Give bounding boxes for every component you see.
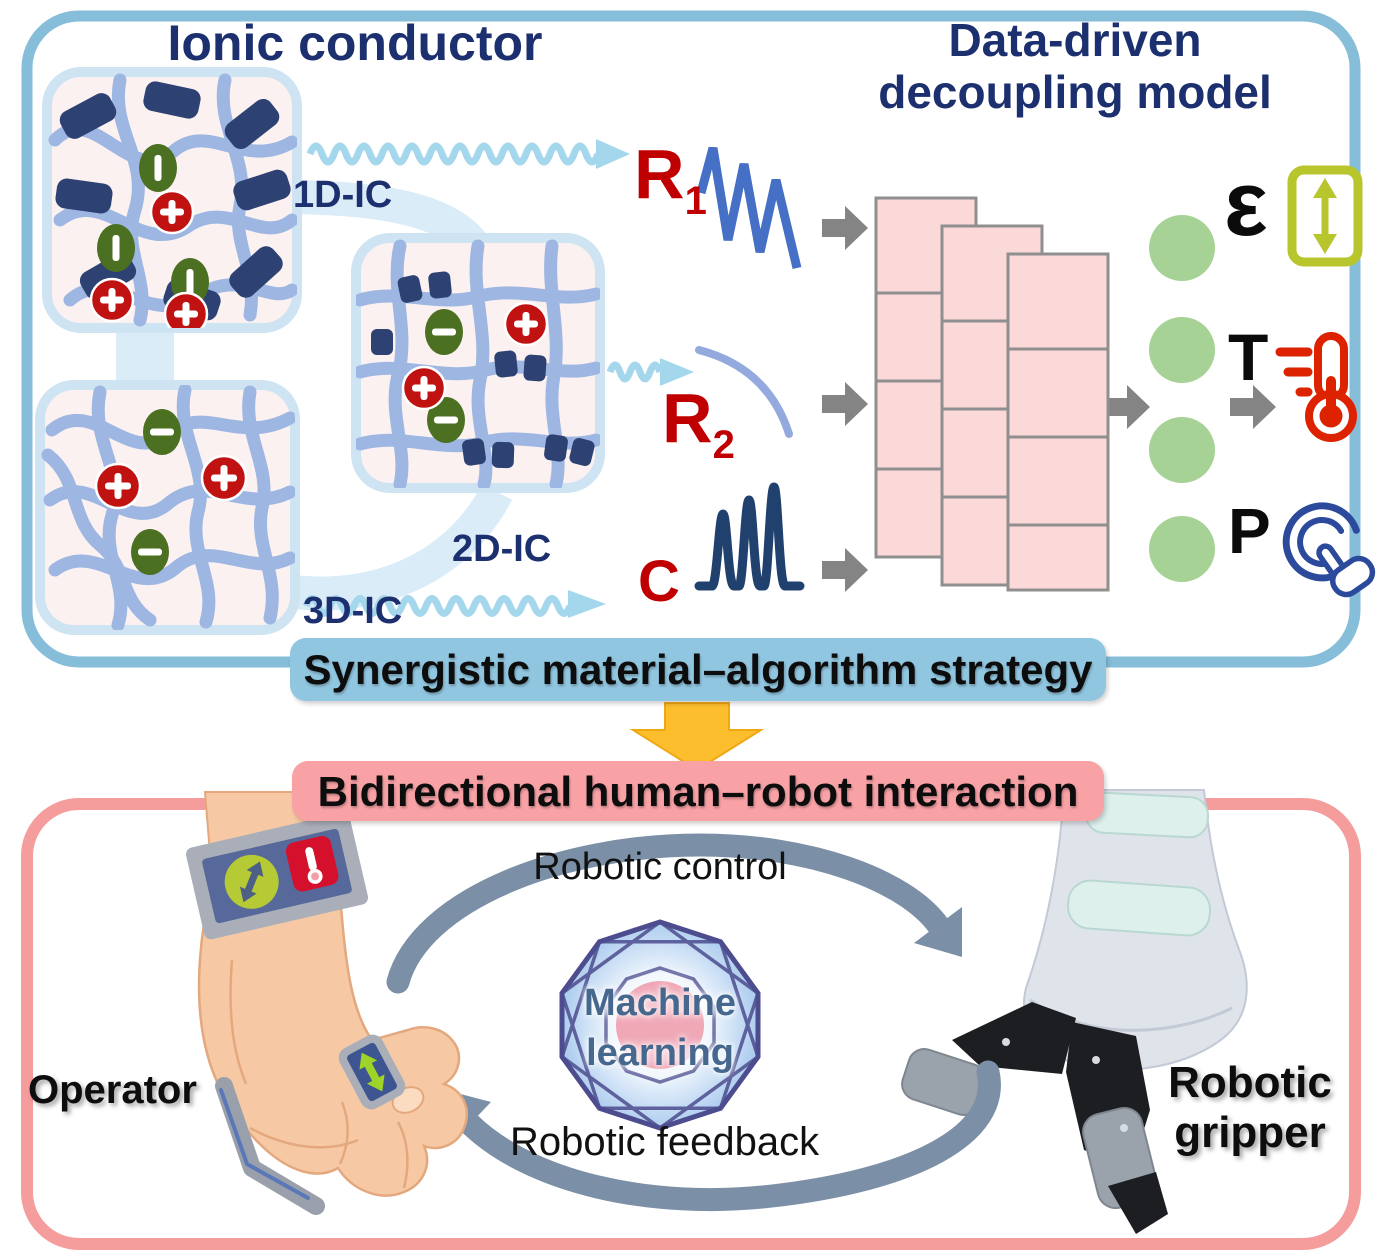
thermometer-icon	[1275, 332, 1357, 442]
label-2d-ic: 2D-IC	[452, 528, 552, 570]
signal-c-label: C	[638, 549, 680, 614]
wrist-sensor-band	[185, 812, 369, 940]
wrist-temp-sensor	[285, 836, 339, 892]
robotic-control-label: Robotic control	[533, 846, 787, 888]
ic-box-1d	[42, 67, 302, 333]
r2-curve-signal	[695, 346, 793, 438]
output-neurons	[1149, 215, 1215, 582]
pressure-symbol: P	[1228, 495, 1271, 567]
wrist-strain-sensor	[224, 854, 279, 909]
wavy-arrow-3d-to-c	[302, 590, 606, 618]
ionic-conductor-title: Ionic conductor	[167, 15, 543, 71]
crosslinkers-2d	[371, 271, 595, 469]
c-pulse-signal	[694, 482, 805, 591]
strain-icon	[1287, 165, 1363, 267]
ml-line2: learning	[586, 1032, 734, 1074]
r2-base: R	[662, 379, 713, 457]
nanorods-1d	[55, 81, 291, 321]
model-layer-stack	[874, 196, 1110, 592]
strain-symbol: ε	[1224, 153, 1268, 255]
ic-box-3d	[35, 380, 300, 635]
r1-zigzag-signal	[696, 146, 802, 270]
gripper-line2: gripper	[1174, 1108, 1326, 1157]
cations-3d	[94, 454, 248, 510]
flow-arrows	[822, 206, 1276, 592]
label-3d-ic: 3D-IC	[303, 590, 403, 632]
finger-strain-sensor	[338, 1034, 406, 1110]
wavy-arrow-2d-to-r2	[606, 358, 694, 386]
machine-learning-gem-icon	[559, 919, 761, 1131]
r1-base: R	[634, 135, 685, 213]
interaction-banner: Bidirectional human–robot interaction	[292, 761, 1104, 821]
signal-r1-label: R1	[634, 134, 707, 223]
cations-2d	[401, 301, 549, 411]
wavy-arrow-1d-to-r1	[306, 139, 630, 169]
model-title-line1: Data-driven	[948, 14, 1202, 66]
r1-sub: 1	[684, 179, 707, 223]
model-title: Data-driven decoupling model	[850, 14, 1300, 118]
gripper-rings	[1066, 791, 1212, 937]
label-1d-ic: 1D-IC	[293, 174, 393, 216]
r2-sub: 2	[712, 423, 735, 467]
machine-learning-label: Machine learning	[560, 978, 760, 1078]
pressure-touch-icon	[1282, 502, 1376, 598]
hand-creases	[229, 959, 409, 1189]
anions-3d	[131, 409, 181, 575]
model-title-line2: decoupling model	[878, 66, 1272, 118]
thumb-sensor	[215, 1077, 325, 1215]
robotic-gripper-label: Robotic gripper	[1150, 1058, 1350, 1158]
gripper-finger-front	[1066, 1022, 1168, 1234]
robotic-feedback-label: Robotic feedback	[510, 1120, 820, 1164]
signal-r2-label: R2	[662, 378, 735, 467]
down-arrow	[629, 702, 765, 772]
gripper-finger-left	[901, 1002, 1076, 1116]
polymer-network-3d	[41, 385, 295, 630]
ml-line1: Machine	[583, 982, 737, 1024]
cations-1d	[89, 189, 209, 328]
ic-box-2d	[351, 233, 605, 493]
robotic-gripper-illustration	[901, 789, 1248, 1234]
operator-hand-illustration	[185, 791, 469, 1215]
anions-2d	[425, 309, 465, 443]
operator-label: Operator	[28, 1068, 197, 1112]
gripper-line1: Robotic	[1168, 1058, 1332, 1107]
temp-symbol: T	[1228, 320, 1269, 394]
strategy-banner: Synergistic material–algorithm strategy	[290, 638, 1106, 701]
